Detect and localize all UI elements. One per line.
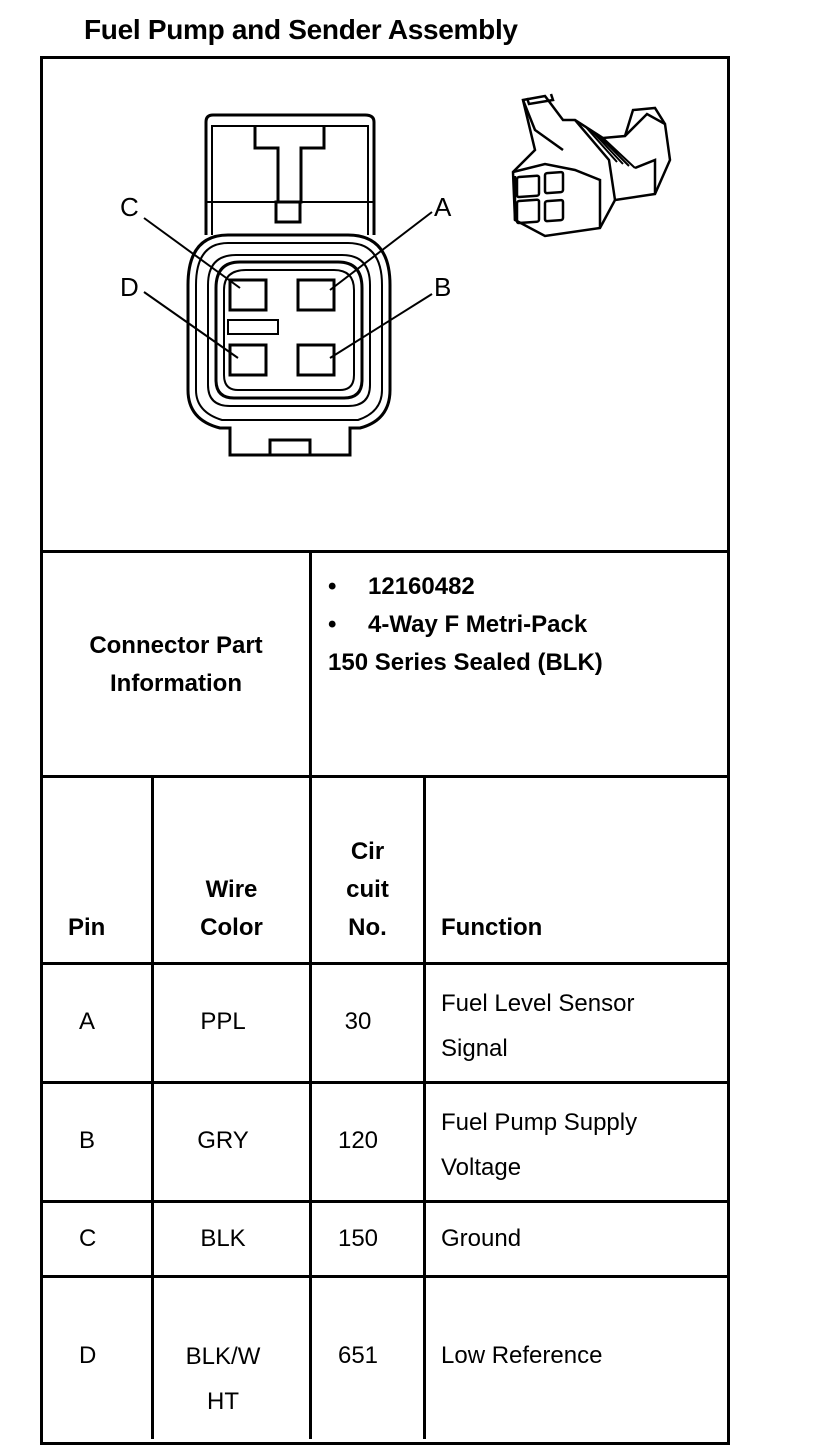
pin-label-d: D bbox=[120, 272, 139, 302]
divider-header bbox=[40, 962, 730, 965]
bullet-icon: • bbox=[328, 611, 337, 638]
row-d-circuit: 651 bbox=[337, 1342, 379, 1369]
connector-illustration bbox=[511, 93, 672, 238]
terminal-a bbox=[296, 278, 336, 312]
list-item: • 4-Way F Metri-Pack bbox=[328, 606, 603, 644]
bullet-icon: • bbox=[328, 573, 337, 600]
header-function: Function bbox=[441, 914, 543, 941]
row-a-function-line2: Signal bbox=[441, 1035, 508, 1062]
header-wire-line1: Wire bbox=[205, 876, 258, 903]
connector-type: 4-Way F Metri-Pack bbox=[368, 611, 588, 638]
row-c-pin: C bbox=[79, 1225, 97, 1252]
divider-row-a bbox=[40, 1081, 730, 1084]
divider-connector-info bbox=[40, 775, 730, 778]
row-a-function-line1: Fuel Level Sensor bbox=[441, 990, 635, 1017]
connector-info-label-line2: Information bbox=[110, 670, 242, 697]
header-circuit-no: Cir cuit No. bbox=[312, 833, 423, 947]
terminal-d bbox=[228, 343, 268, 377]
row-b-circuit: 120 bbox=[337, 1127, 379, 1154]
divider-diagram bbox=[40, 550, 730, 553]
divider-row-b bbox=[40, 1200, 730, 1203]
pin-label-a: A bbox=[434, 192, 452, 222]
row-d-pin: D bbox=[79, 1342, 97, 1369]
connector-series: 150 Series Sealed (BLK) bbox=[328, 649, 603, 676]
row-b-function: Fuel Pump Supply Voltage bbox=[441, 1100, 637, 1190]
connector-face-diagram: C A D B bbox=[120, 113, 452, 457]
divider-col-wire bbox=[309, 775, 312, 1439]
page-title: Fuel Pump and Sender Assembly bbox=[84, 14, 518, 45]
row-a-pin: A bbox=[79, 1008, 96, 1035]
table-frame bbox=[40, 56, 730, 1445]
header-pin: Pin bbox=[68, 914, 106, 941]
row-d-wire-color: BLK/W HT bbox=[154, 1337, 292, 1424]
row-b-function-line2: Voltage bbox=[441, 1154, 522, 1181]
pin-label-b: B bbox=[434, 272, 451, 302]
header-circuit-line1: Cir bbox=[350, 838, 385, 865]
pin-label-c: C bbox=[120, 192, 139, 222]
polarizing-key bbox=[227, 319, 279, 335]
header-wire-line2: Color bbox=[200, 914, 263, 941]
header-wire-color: Wire Color bbox=[154, 871, 309, 947]
row-b-pin: B bbox=[79, 1127, 96, 1154]
list-item: • 12160482 bbox=[328, 568, 603, 606]
terminal-c bbox=[228, 278, 268, 312]
row-c-circuit: 150 bbox=[337, 1225, 379, 1252]
connector-info-list: • 12160482 • 4-Way F Metri-Pack 150 Seri… bbox=[328, 568, 603, 682]
connector-info-label: Connector Part Information bbox=[46, 627, 306, 703]
header-circuit-line3: No. bbox=[348, 914, 387, 941]
row-a-wire-color: PPL bbox=[200, 1008, 246, 1035]
part-number: 12160482 bbox=[368, 573, 475, 600]
row-d-function: Low Reference bbox=[441, 1342, 603, 1369]
row-c-wire-color: BLK bbox=[200, 1225, 246, 1252]
divider-col-pin bbox=[151, 775, 154, 1439]
divider-col-circuit bbox=[423, 775, 426, 1439]
row-b-function-line1: Fuel Pump Supply bbox=[441, 1109, 638, 1136]
row-b-wire-color: GRY bbox=[197, 1127, 249, 1154]
connector-info-label-line1: Connector Part bbox=[89, 632, 263, 659]
row-a-circuit: 30 bbox=[344, 1008, 372, 1035]
terminal-b bbox=[296, 343, 336, 377]
divider-row-c bbox=[40, 1275, 730, 1278]
row-d-wire-line1: BLK/W bbox=[185, 1343, 261, 1370]
row-a-function: Fuel Level Sensor Signal bbox=[441, 981, 634, 1071]
row-c-function: Ground bbox=[441, 1225, 522, 1252]
divider-connector-col bbox=[309, 550, 312, 778]
row-d-wire-line2: HT bbox=[207, 1388, 239, 1415]
header-circuit-line2: cuit bbox=[346, 876, 389, 903]
